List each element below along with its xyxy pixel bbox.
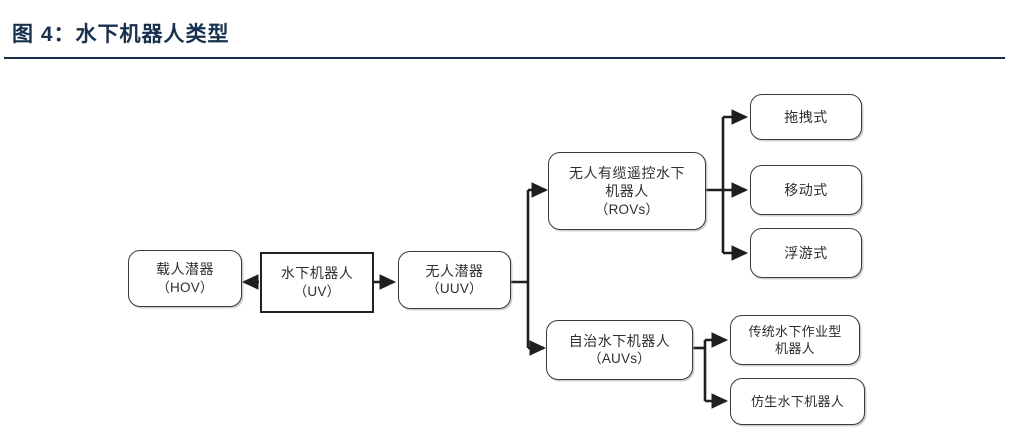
- node-rov-floating-label: 浮游式: [784, 244, 828, 261]
- node-rovs-line2: 机器人: [605, 183, 649, 200]
- title-divider: [4, 57, 1005, 59]
- node-rovs-line1: 无人有缆遥控水下: [569, 164, 685, 181]
- node-auvs-line1: 自治水下机器人: [568, 332, 671, 349]
- node-hov-line1: 载人潜器: [156, 261, 214, 278]
- node-rov-mobile-label: 移动式: [784, 181, 828, 198]
- node-rov-mobile[interactable]: 移动式: [750, 165, 862, 215]
- node-auv-traditional[interactable]: 传统水下作业型 机器人: [730, 315, 860, 365]
- node-hov[interactable]: 载人潜器 （HOV）: [128, 250, 242, 307]
- node-auv-bionic-label: 仿生水下机器人: [750, 393, 845, 409]
- node-rovs[interactable]: 无人有缆遥控水下 机器人 （ROVs）: [548, 152, 706, 230]
- node-uv-line2: （UV）: [293, 283, 341, 299]
- page-title: 图 4：水下机器人类型: [12, 23, 230, 46]
- node-rov-towed[interactable]: 拖拽式: [750, 94, 862, 140]
- node-hov-line2: （HOV）: [156, 279, 214, 295]
- node-rovs-line3: （ROVs）: [594, 201, 660, 217]
- node-uv[interactable]: 水下机器人 （UV）: [260, 252, 374, 313]
- node-uv-line1: 水下机器人: [280, 265, 354, 282]
- node-auv-traditional-line2: 机器人: [775, 341, 815, 356]
- node-uuv-line1: 无人潜器: [425, 262, 484, 279]
- node-auv-traditional-line1: 传统水下作业型: [748, 323, 842, 339]
- diagram-connectors: [241, 109, 749, 409]
- node-rov-towed-label: 拖拽式: [784, 108, 828, 125]
- figure-header: 图 4：水下机器人类型: [0, 0, 1009, 62]
- diagram-canvas: 载人潜器 （HOV） 水下机器人 （UV） 无人潜器 （UUV） 无人有缆遥控水…: [0, 62, 1009, 435]
- node-auvs[interactable]: 自治水下机器人 （AUVs）: [546, 320, 693, 380]
- node-auv-bionic[interactable]: 仿生水下机器人: [730, 378, 865, 425]
- node-rov-floating[interactable]: 浮游式: [750, 228, 862, 278]
- node-uuv-line2: （UUV）: [426, 281, 483, 297]
- node-auvs-line2: （AUVs）: [588, 351, 651, 367]
- node-uuv[interactable]: 无人潜器 （UUV）: [398, 251, 511, 309]
